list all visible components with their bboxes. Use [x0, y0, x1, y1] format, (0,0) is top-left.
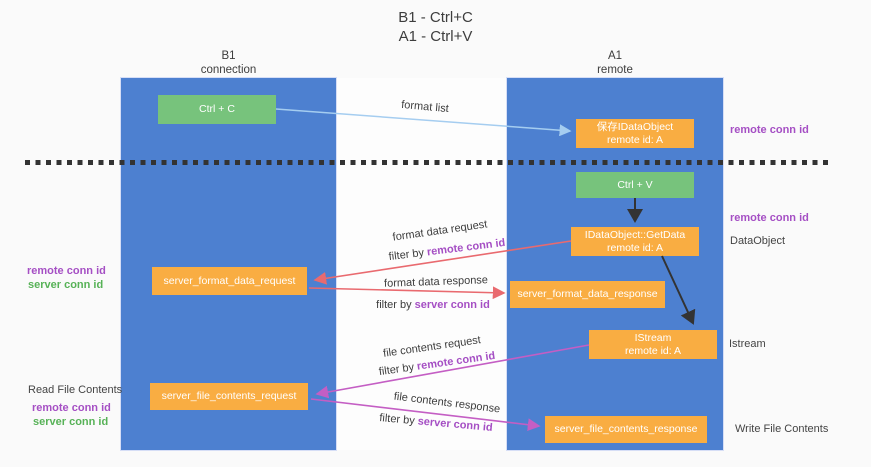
side-dataobject-label: DataObject [730, 235, 786, 247]
header-a1-name: A1 [607, 50, 623, 62]
istream-line1: IStream [634, 331, 672, 344]
header-a1-sub: remote [597, 64, 633, 76]
server-format-data-request-label: server_format_data_request [163, 274, 296, 287]
server-file-contents-request-label: server_file_contents_request [161, 390, 297, 402]
server-conn-id-text: server conn id [414, 299, 490, 311]
ctrl-v-label: Ctrl + V [617, 178, 653, 191]
idataobject-getdata-line2: remote id: A [606, 241, 664, 254]
server-format-data-response-box: server_format_data_response [510, 281, 665, 308]
column-header-a1: A1 remote [507, 49, 723, 77]
server-format-data-response-label: server_format_data_response [517, 288, 658, 300]
filter-by-text: filter by [376, 299, 412, 311]
ctrl-c-box: Ctrl + C [158, 95, 276, 124]
server-file-contents-response-label: server_file_contents_response [554, 423, 698, 435]
title-line-1: B1 - Ctrl+C [398, 9, 473, 26]
column-header-b1: B1 connection [121, 49, 336, 77]
server-format-data-request-box: server_format_data_request [152, 267, 307, 295]
side-remote-conn-id-mid: remote conn id [730, 212, 809, 224]
side-remote-conn-id-left: remote conn id [27, 265, 106, 277]
boundary-dashed-line [25, 160, 833, 165]
save-idataobject-line1: 保存IDataObject [596, 120, 674, 133]
side-remote-conn-id-bottom: remote conn id [32, 402, 111, 414]
istream-box: IStream remote id: A [589, 330, 717, 359]
idataobject-getdata-box: IDataObject::GetData remote id: A [571, 227, 699, 256]
diagram-title: B1 - Ctrl+C A1 - Ctrl+V [0, 8, 871, 46]
save-idataobject-box: 保存IDataObject remote id: A [576, 119, 694, 148]
side-istream-label: Istream [729, 338, 766, 350]
side-read-file-contents: Read File Contents [28, 384, 123, 396]
server-file-contents-request-box: server_file_contents_request [150, 383, 308, 410]
ctrl-c-label: Ctrl + C [199, 103, 235, 115]
title-line-2: A1 - Ctrl+V [398, 28, 473, 45]
side-remote-conn-id-top: remote conn id [730, 124, 809, 136]
header-b1-name: B1 [221, 50, 236, 62]
idataobject-getdata-line1: IDataObject::GetData [584, 228, 686, 241]
ctrl-v-box: Ctrl + V [576, 172, 694, 198]
side-server-conn-id-left: server conn id [28, 279, 104, 291]
side-server-conn-id-bottom: server conn id [33, 416, 109, 428]
side-write-file-contents: Write File Contents [735, 423, 829, 435]
server-file-contents-response-box: server_file_contents_response [545, 416, 707, 443]
save-idataobject-line2: remote id: A [606, 133, 664, 146]
header-b1-sub: connection [200, 64, 257, 76]
istream-line2: remote id: A [624, 344, 682, 357]
